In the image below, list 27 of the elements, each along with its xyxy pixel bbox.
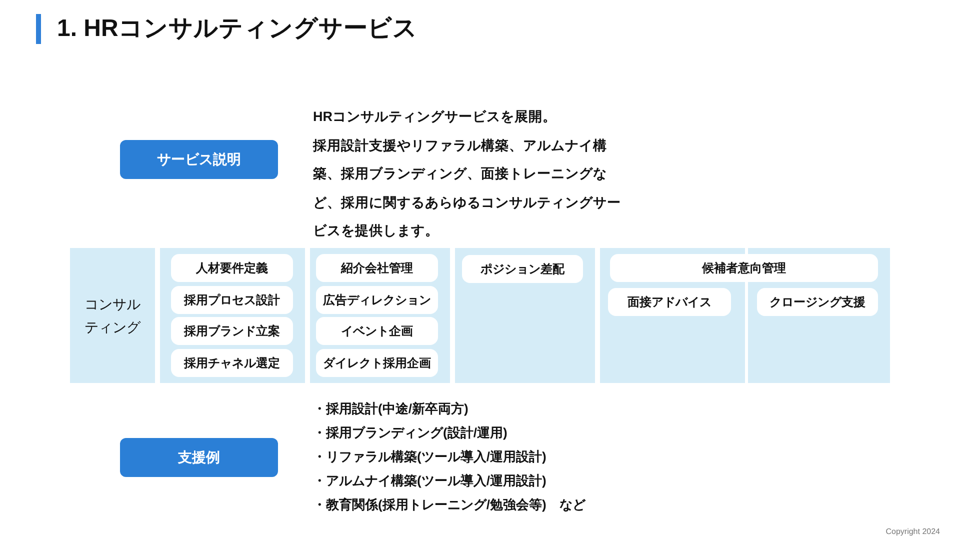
task-pill: 採用チャネル選定 (171, 349, 293, 377)
task-pill: 採用ブランド立案 (171, 317, 293, 345)
slide-title: 1. HRコンサルティングサービス (57, 14, 418, 44)
task-pill: ダイレクト採用企画 (316, 349, 438, 377)
description-text: 採用設計支援やリファラル構築、アルムナイ構築、採用ブランディング、面接トレーニングなど、採用に関するあらゆるコンサルティングサービスを提供します。 (313, 136, 622, 240)
task-pill: ポジション差配 (462, 255, 583, 283)
table-cell (160, 248, 305, 383)
task-pill: 候補者意向管理 (610, 254, 878, 282)
bullet-item: ・リファラル構築(ツール導入/運用設計) (313, 448, 546, 466)
table-cell (310, 248, 450, 383)
row-header: コンサルティング (70, 248, 155, 383)
task-pill: 人材要件定義 (171, 254, 293, 282)
description-text: HRコンサルティングサービスを展開。 (313, 108, 556, 126)
task-pill: 面接アドバイス (608, 288, 731, 316)
task-pill: イベント企画 (316, 317, 438, 345)
task-pill: クロージング支援 (757, 288, 878, 316)
bullet-item: ・教育関係(採用トレーニング/勉強会等) など (313, 496, 586, 514)
bullet-item: ・アルムナイ構築(ツール導入/運用設計) (313, 472, 546, 490)
task-pill: 紹介会社管理 (316, 254, 438, 282)
task-pill: 採用プロセス設計 (171, 286, 293, 314)
bullet-item: ・採用ブランディング(設計/運用) (313, 424, 508, 442)
copyright-text: Copyright 2024 (886, 527, 940, 536)
section-tag: 支援例 (120, 438, 278, 477)
bullet-item: ・採用設計(中途/新卒両方) (313, 400, 468, 418)
task-pill: 広告ディレクション (316, 286, 438, 314)
table-cell (455, 248, 595, 383)
section-tag: サービス説明 (120, 140, 278, 179)
